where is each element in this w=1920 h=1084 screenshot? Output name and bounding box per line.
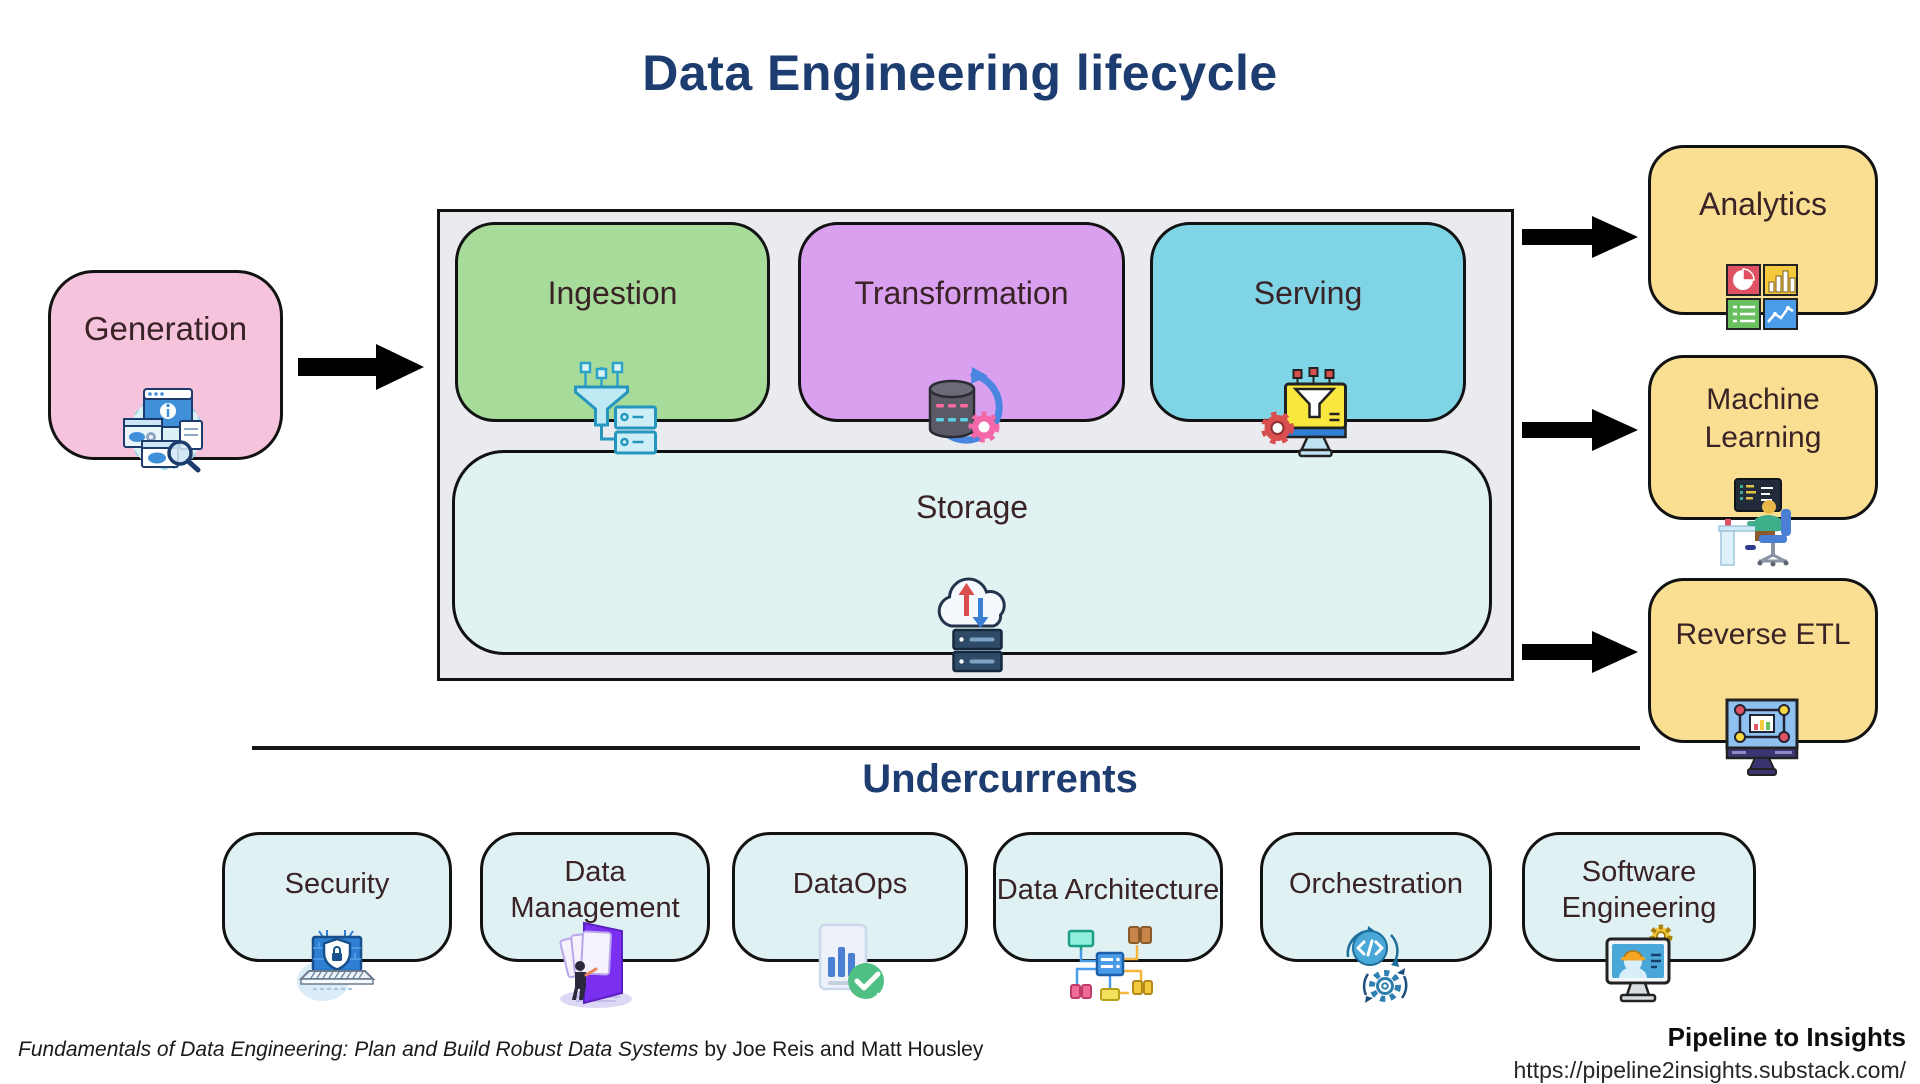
network-nodes-icon — [1063, 925, 1153, 1009]
data-architecture-label: Data Architecture — [996, 873, 1220, 906]
ingestion-card: Ingestion — [455, 222, 770, 455]
brand-name: Pipeline to Insights — [1667, 1022, 1906, 1052]
generation-label: Generation — [83, 310, 248, 348]
transformation-card: Transformation — [798, 222, 1125, 444]
book-title: Fundamentals of Data Engineering: Plan a… — [18, 1038, 699, 1061]
security-card: Security — [222, 832, 452, 1001]
monitor-funnel-icon — [1256, 366, 1361, 461]
node-graph-monitor-icon — [1719, 696, 1807, 778]
data-sources-icon — [116, 381, 216, 473]
ingestion-label: Ingestion — [547, 275, 678, 311]
serving-label: Serving — [1253, 275, 1363, 311]
arrow-to-reverse-etl-icon — [1522, 628, 1640, 676]
arrow-to-analytics-icon — [1522, 213, 1640, 261]
engineer-monitor-icon — [1595, 923, 1683, 1007]
machine-learning-card: Machine Learning — [1648, 355, 1878, 567]
brand-block: Pipeline to Insights https://pipeline2in… — [1514, 1022, 1906, 1084]
dataops-card: DataOps — [732, 832, 968, 1002]
arrow-to-machine-learning-icon — [1522, 406, 1640, 454]
security-label: Security — [284, 867, 390, 900]
book-reference: Fundamentals of Data Engineering: Plan a… — [18, 1038, 983, 1062]
transformation-label: Transformation — [854, 275, 1069, 311]
software-engineering-card: Software Engineering — [1522, 832, 1756, 1003]
code-gear-cycle-icon — [1335, 921, 1417, 1011]
storage-card: Storage — [452, 450, 1492, 673]
undercurrents-divider — [252, 746, 1640, 750]
database-gear-icon — [912, 367, 1012, 455]
charts-grid-icon — [1726, 264, 1800, 332]
serving-card: Serving — [1150, 222, 1466, 458]
book-authors: by Joe Reis and Matt Housley — [698, 1038, 984, 1061]
analytics-label: Analytics — [1698, 186, 1828, 222]
funnel-server-icon — [565, 359, 660, 459]
data-architecture-card: Data Architecture — [993, 832, 1223, 1001]
machine-learning-label: Machine Learning — [1704, 383, 1822, 454]
laptop-shield-lock-icon — [293, 929, 381, 1007]
orchestration-card: Orchestration — [1260, 832, 1492, 1003]
page-title: Data Engineering lifecycle — [642, 45, 1278, 101]
report-check-icon — [810, 923, 890, 1005]
data-management-label: Data Management — [510, 855, 680, 924]
file-cabinet-icon — [550, 919, 640, 1009]
undercurrents-heading: Undercurrents — [862, 757, 1138, 801]
analytics-card: Analytics — [1648, 145, 1878, 330]
reverse-etl-card: Reverse ETL — [1648, 578, 1878, 776]
ml-workstation-icon — [1713, 475, 1813, 567]
reverse-etl-label: Reverse ETL — [1675, 617, 1851, 651]
dataops-label: DataOps — [792, 867, 908, 900]
cloud-server-icon — [920, 574, 1025, 674]
arrow-generation-to-lifecycle-icon — [298, 340, 426, 394]
data-management-card: Data Management — [480, 832, 710, 1008]
software-engineering-label: Software Engineering — [1561, 855, 1717, 924]
storage-label: Storage — [915, 488, 1029, 525]
generation-card: Generation — [48, 270, 283, 473]
brand-url[interactable]: https://pipeline2insights.substack.com/ — [1513, 1057, 1906, 1083]
orchestration-label: Orchestration — [1288, 867, 1464, 900]
